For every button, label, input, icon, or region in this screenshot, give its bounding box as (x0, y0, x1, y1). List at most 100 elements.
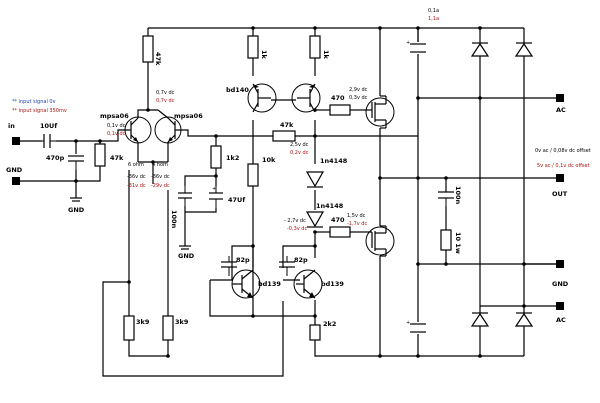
v-03: 0,3v dc (349, 95, 368, 101)
transistor-bd139-a (231, 269, 261, 299)
ac-top-terminal[interactable] (556, 94, 564, 102)
mosfet-upper (360, 95, 395, 129)
resistor-10k (247, 163, 259, 187)
label-470-bottom: 470 (331, 216, 345, 224)
resistor-47k-top (142, 35, 154, 63)
mosfet-lower (362, 225, 395, 257)
out-terminal[interactable] (556, 174, 564, 182)
label-47uf: 47Uf (228, 196, 245, 204)
bridge-diode-bottom-left (470, 312, 490, 327)
v-m03: -0,3v dc (287, 226, 307, 232)
ground-symbol-mid (179, 245, 191, 250)
ac-bottom-terminal[interactable] (556, 302, 564, 310)
gnd-right-label: GND (552, 280, 569, 288)
label-3k9-a: 3k9 (136, 318, 150, 326)
label-10-output: 10 1w (454, 232, 462, 254)
bridge-diode-bottom-right (514, 312, 534, 327)
label-q1: mpsa06 (100, 112, 129, 120)
resistor-2k2 (309, 324, 321, 341)
svg-text:+: + (406, 40, 410, 46)
v-m29: -29v dc (151, 183, 170, 189)
input-gnd-label: GND (6, 166, 23, 174)
capacitor-100n-output (438, 191, 454, 206)
capacitor-10uf (42, 134, 56, 148)
label-diode-b: 1n4148 (316, 202, 344, 210)
v-29: 2,9v dc (349, 87, 368, 93)
v-m36-a: -36v dc (127, 174, 146, 180)
capacitor-470p (68, 155, 84, 170)
v-01-a: 0,1v dc (107, 123, 126, 129)
v-15: 1,5v dc (347, 213, 366, 219)
gnd-low-label: GND (68, 206, 85, 214)
label-100n: 100n (170, 210, 178, 229)
note-input-350mv: ** input signal 350mv (12, 108, 67, 114)
input-gnd-terminal[interactable] (12, 177, 20, 185)
label-3k9-b: 3k9 (175, 318, 189, 326)
v-02: 0,2v dc (290, 150, 309, 156)
capacitor-rail-top: + (406, 40, 426, 53)
transistor-q1 (124, 116, 152, 144)
resistor-3k9-a (123, 315, 135, 341)
v-m31: -31v dc (127, 183, 146, 189)
out-label: OUT (552, 190, 568, 198)
label-diode-a: 1n4148 (320, 157, 348, 165)
label-bd139-b: bd139 (321, 280, 344, 288)
svg-text:+: + (406, 320, 410, 326)
label-470-top: 470 (331, 94, 345, 102)
input-terminal[interactable] (12, 137, 20, 145)
v-07-a: 0,7v dc (156, 90, 175, 96)
label-1k-b: 1k (322, 50, 330, 60)
resistor-10-output (440, 229, 452, 251)
label-82p-a: 82p (236, 256, 250, 264)
diode-1n4148-a (305, 171, 325, 188)
resistor-1k-b (309, 35, 321, 59)
transistor-bd139-b (293, 269, 323, 299)
resistor-1k-a (247, 35, 259, 59)
resistor-47k-feedback (272, 130, 296, 142)
input-label: in (8, 122, 15, 130)
label-bd139-a: bd139 (258, 280, 281, 288)
v-25: 2,5v dc (290, 142, 309, 148)
note-offset-5v: 5v ac / 0,1v dc offset (537, 163, 590, 169)
label-2k2: 2k2 (323, 320, 336, 328)
v-4ohm: 4 hom (152, 162, 168, 168)
diode-1n4148-b (305, 211, 325, 228)
v-m27: - 2,7v dc (284, 218, 306, 224)
v-01-b: 0,1v dc (107, 131, 126, 137)
v-6ohm: 6 ohm (128, 162, 144, 168)
label-1k-a: 1k (260, 50, 268, 60)
note-offset-0v: 0v ac / 0,08v dc offset (535, 148, 591, 154)
ground-symbol-input (70, 197, 82, 202)
v-m17: -1,7v dc (347, 221, 367, 227)
ac-top-label: AC (556, 106, 566, 114)
label-47k-input: 47k (110, 154, 124, 162)
capacitor-82p-b (279, 256, 295, 276)
label-rail-11: 1,1a (428, 16, 439, 22)
v-07-b: 0,7v dc (156, 98, 175, 104)
label-1k2: 1k2 (226, 154, 239, 162)
transistor-bd140-b (291, 83, 321, 113)
label-47k-feedback: 47k (280, 121, 294, 129)
v-m36-b: -36v dc (151, 174, 170, 180)
label-470p: 470p (46, 154, 65, 162)
label-82p-b: 82p (294, 256, 308, 264)
transistor-bd140-a (247, 83, 277, 113)
gnd-mid-label: GND (178, 252, 195, 260)
resistor-470-top (329, 104, 351, 116)
bridge-diode-top-right (514, 42, 534, 57)
label-10uf: 10Uf (40, 122, 57, 130)
gnd-right-terminal[interactable] (556, 260, 564, 268)
label-100n-output: 100n (454, 186, 462, 205)
label-rail-01: 0,1a (428, 8, 439, 14)
resistor-3k9-b (162, 315, 174, 341)
capacitor-82p-a (221, 256, 237, 276)
resistor-47k-input (94, 143, 106, 167)
capacitor-rail-bottom: + (406, 320, 426, 333)
capacitor-47uf: + (209, 186, 223, 208)
bridge-diode-top-left (470, 42, 490, 57)
label-q2: mpsa06 (174, 112, 203, 120)
label-47k-top: 47k (154, 52, 162, 66)
label-bd140: bd140 (226, 86, 249, 94)
transistor-q2 (154, 116, 182, 144)
